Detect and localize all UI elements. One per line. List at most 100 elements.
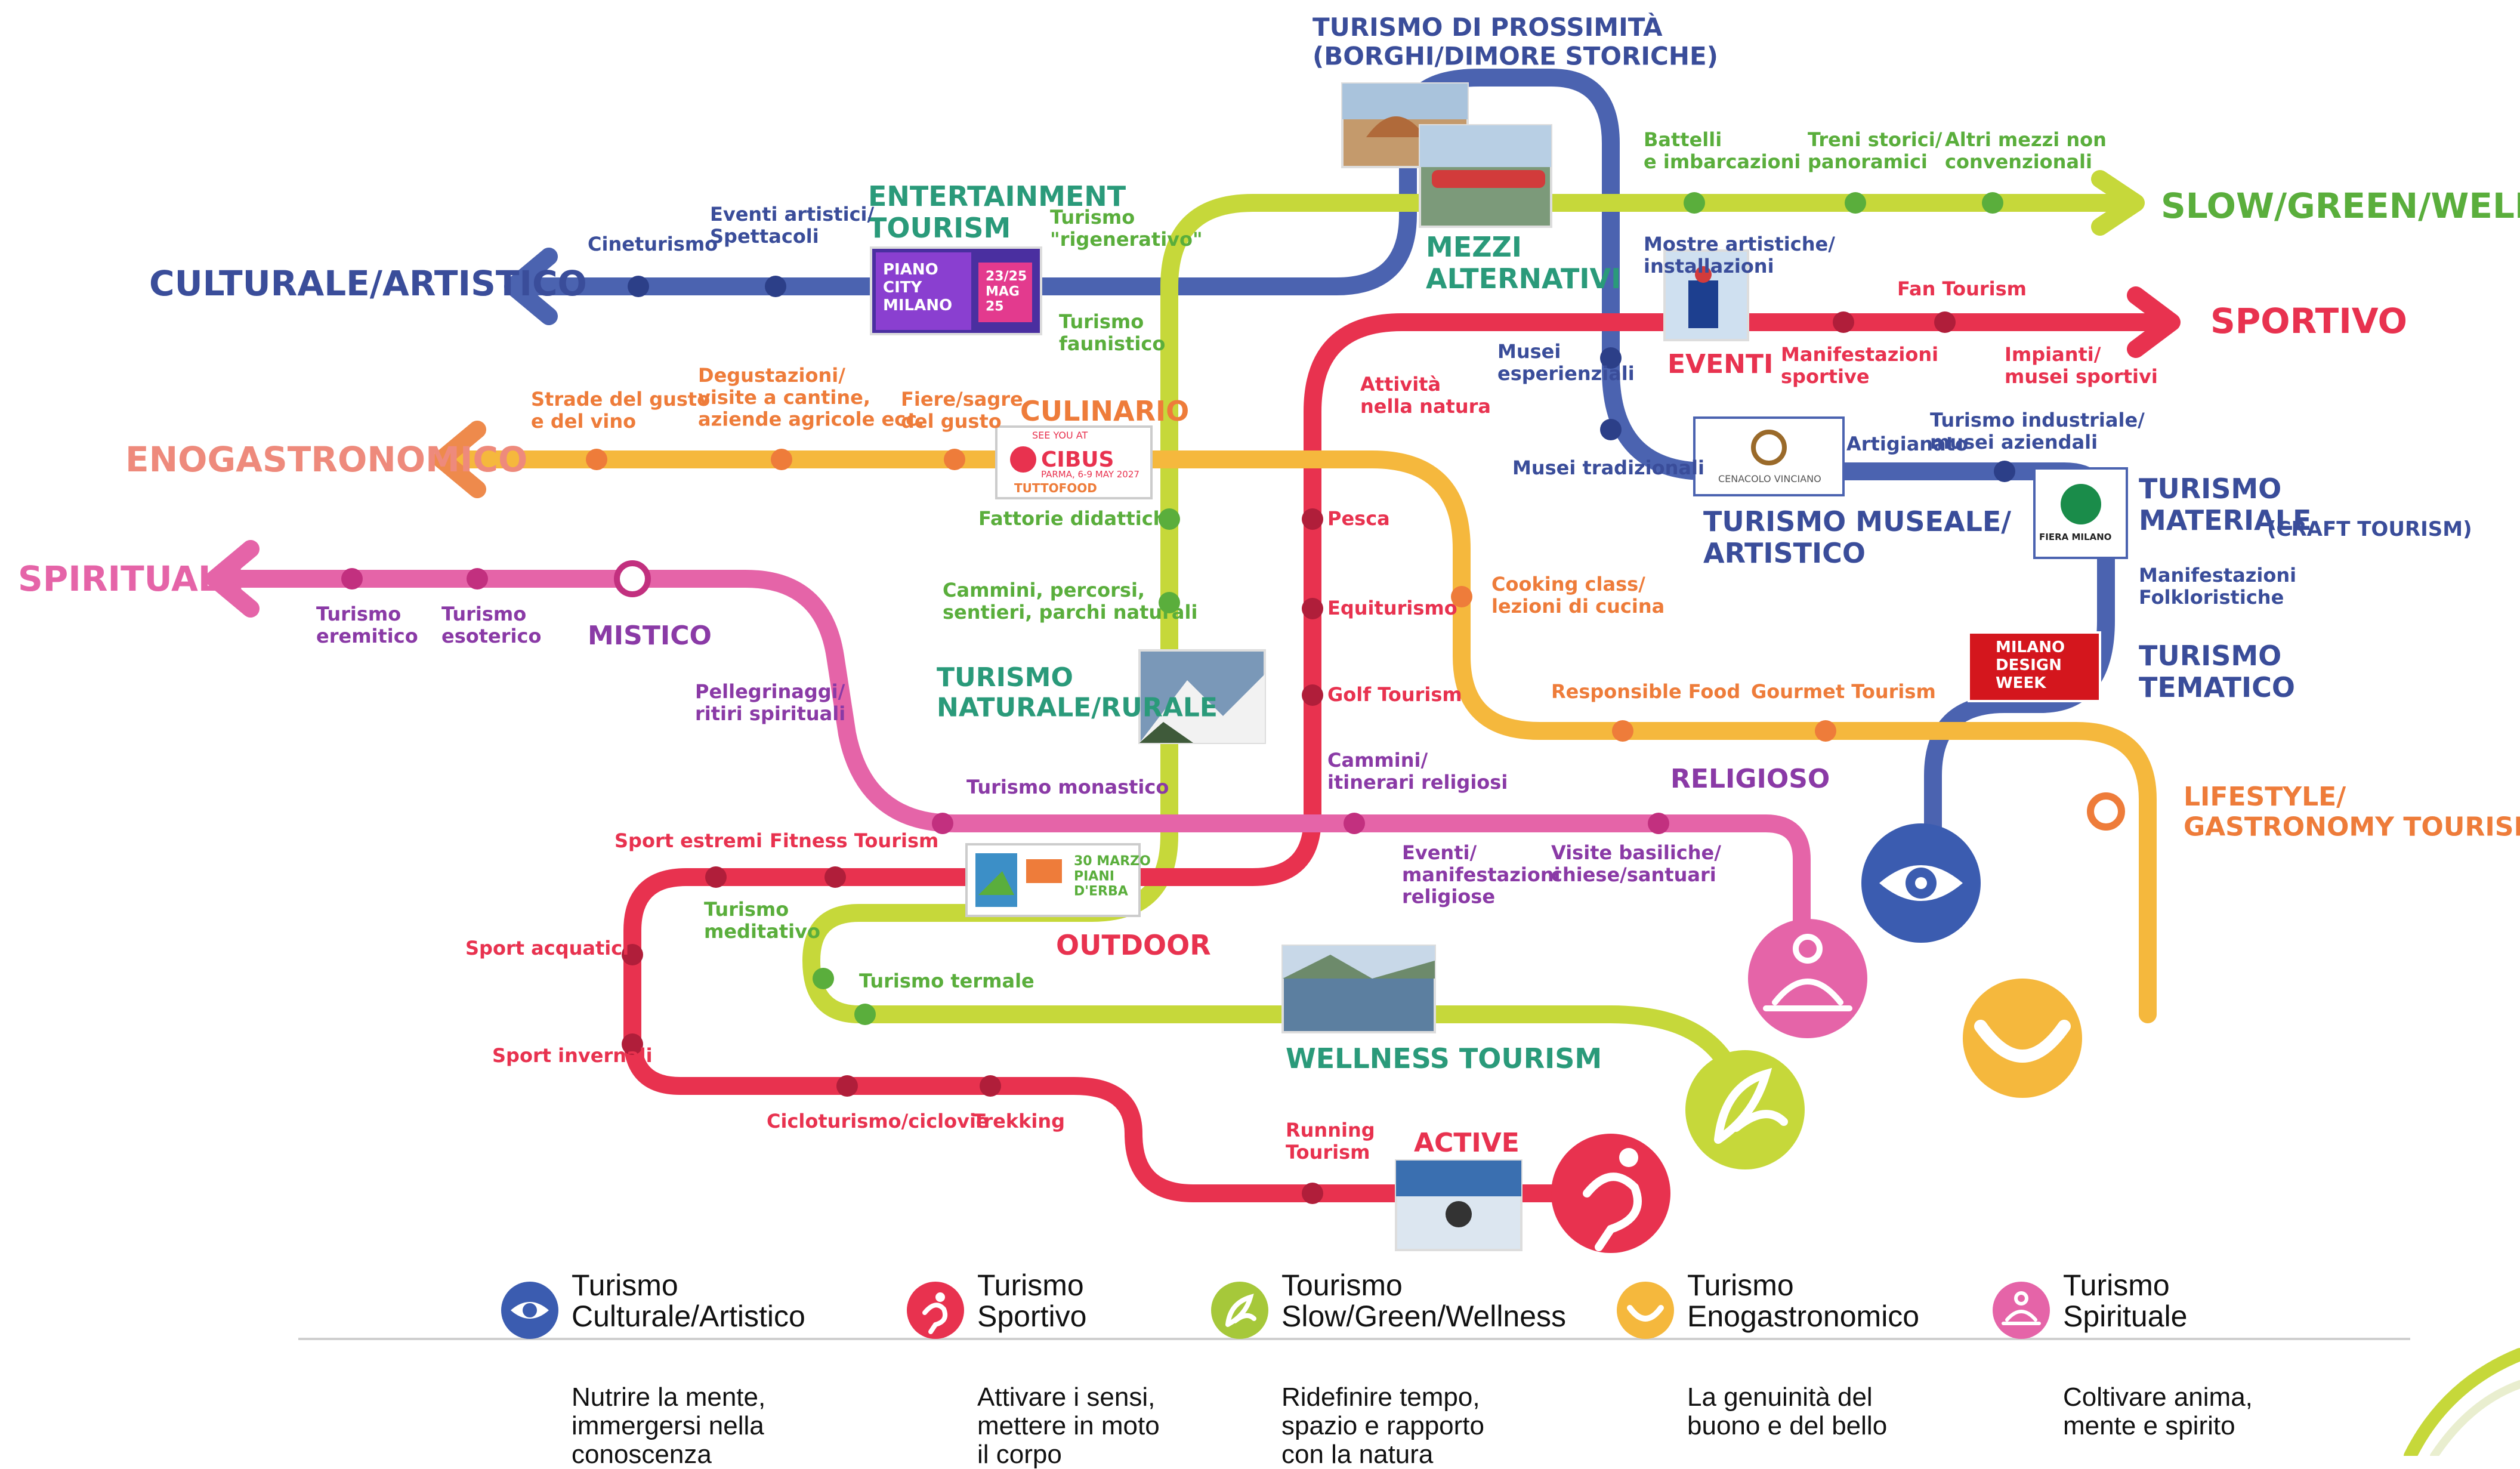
stop-dot [1845, 192, 1866, 214]
spirituale-arrowhead [206, 540, 260, 618]
runner-icon [907, 1282, 964, 1339]
stop-trekking: Trekking [972, 1110, 1065, 1132]
stop-cineturismo: Cineturismo [588, 233, 718, 255]
stop-dot [1982, 192, 2003, 214]
stop-dot [1833, 311, 1854, 333]
stop-dot [1994, 461, 2015, 482]
runner-icon [1551, 1134, 1670, 1253]
fiera-text: FIERA MILANO [2039, 532, 2111, 542]
lotus-icon [1993, 1282, 2050, 1339]
stop-musei-trad: Musei tradizionali [1512, 456, 1704, 479]
stop-dot [771, 449, 792, 470]
stop-mostre: Mostre artistiche/installazioni [1644, 233, 1835, 277]
green-arrowhead [2091, 170, 2145, 236]
stop-dot [622, 944, 643, 965]
cibus-name-text: CIBUS [1041, 448, 1114, 472]
eno-arrowhead [433, 421, 486, 498]
stop-cammini-percorsi: Cammini, percorsi,sentieri, parchi natur… [943, 579, 1197, 624]
stop-fitness: Fitness Tourism [770, 829, 938, 852]
stop-dot [1302, 508, 1323, 530]
green-line [802, 194, 2133, 1119]
hub-wellness: WELLNESS TOURISM [1286, 1042, 1602, 1075]
stop-dot [586, 449, 607, 470]
hub-museale: TURISMO MUSEALE/ARTISTICO [1703, 505, 2011, 569]
culturale-arrowhead [504, 248, 558, 325]
sportivo-arrowhead [2127, 286, 2181, 358]
legend-desc: La genuinità del buono e del bello [1687, 1382, 1888, 1440]
stop-dot [765, 276, 786, 297]
stop-invernali: Sport invernali [492, 1044, 653, 1067]
stop-sport-estremi: Sport estremi [614, 829, 762, 852]
stop-dot [1302, 1183, 1323, 1204]
hub-outdoor: OUTDOOR [1056, 929, 1211, 961]
stop-pesca: Pesca [1327, 507, 1390, 530]
eno-end-label: ENOGASTRONOMICO [125, 439, 527, 480]
stop-dot [1684, 192, 1705, 214]
spirituale-line [212, 570, 1811, 993]
smile-icon [1963, 979, 2082, 1098]
stop-pellegrinaggi: Pellegrinaggi/ritiri spirituali [695, 680, 845, 725]
stop-termale: Turismo termale [859, 970, 1034, 992]
stop-artigianato: Artigianato [1846, 433, 1968, 455]
cibus-head-text: SEE YOU AT [1032, 430, 1088, 441]
stop-dot [1648, 813, 1669, 834]
corner-swoosh [2404, 1348, 2520, 1456]
stop-dot [1934, 311, 1956, 333]
stop-equiturismo: Equiturismo [1327, 597, 1457, 619]
hub-mistico: MISTICO [588, 621, 712, 651]
stop-dot [1451, 586, 1472, 607]
stop-acquatici: Sport acquatici [465, 937, 629, 959]
stop-responsible: Responsible Food [1551, 680, 1740, 703]
stop-gourmet: Gourmet Tourism [1751, 680, 1936, 703]
stop-dot [854, 1004, 876, 1025]
stop-ciclo: Cicloturismo/ciclovie [767, 1110, 989, 1132]
stop-dot [341, 568, 363, 590]
stop-dot [467, 568, 488, 590]
hub-culinario: CULINARIO [1020, 395, 1189, 427]
tuttofood-text: TUTTOFOOD [1014, 481, 1097, 495]
legend-desc: Nutrire la mente, immergersi nella conos… [572, 1382, 766, 1469]
stop-dot [1302, 598, 1323, 619]
sportivo-end-label: SPORTIVO [2210, 301, 2407, 341]
stop-dot [1600, 347, 1622, 369]
legend-desc: Coltivare anima, mente e spirito [2063, 1382, 2253, 1440]
stop-dot [2087, 792, 2125, 831]
design-week-image [1968, 631, 2101, 702]
cibus-sub-text: PARMA, 6-9 MAY 2027 [1041, 469, 1139, 480]
stop-dot [1600, 419, 1622, 440]
stop-golf: Golf Tourism [1327, 683, 1462, 706]
stop-degustazioni: Degustazioni/visite a cantine,aziende ag… [698, 364, 924, 431]
stop-cooking: Cooking class/lezioni di cucina [1491, 573, 1664, 618]
stop-monastico: Turismo monastico [966, 776, 1169, 798]
stop-dot [622, 1033, 643, 1055]
hub-prossimita: TURISMO DI PROSSIMITÀ(BORGHI/DIMORE STOR… [1312, 12, 1718, 70]
culturale-end-label: CULTURALE/ARTISTICO [149, 263, 587, 304]
stop-dot [614, 560, 651, 597]
stop-dot [1159, 592, 1180, 613]
stop-fattorie: Fattorie didattiche [978, 507, 1179, 530]
stop-rigenerativo: Turismo"rigenerativo" [1050, 206, 1203, 251]
stop-dot [628, 276, 649, 297]
cenacolo-text: CENACOLO VINCIANO [1718, 473, 1821, 484]
spirituale-end-label: SPIRITUALE [18, 558, 243, 599]
green-end-label: SLOW/GREEN/WELLNESS [2161, 186, 2520, 226]
stop-industriale: Turismo industriale/musei aziendali [1930, 409, 2145, 453]
